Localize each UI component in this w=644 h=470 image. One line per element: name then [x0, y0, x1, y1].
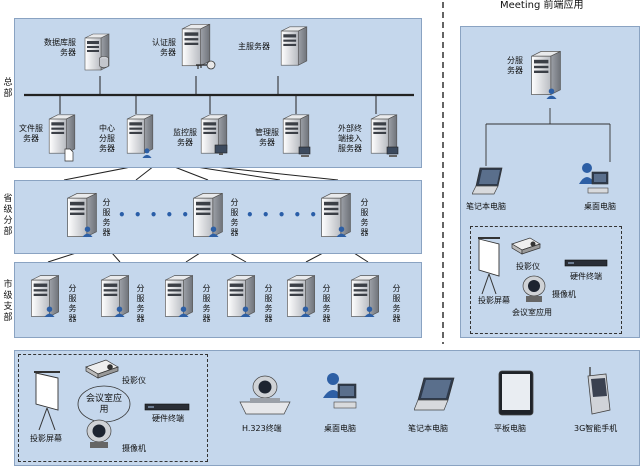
meeting-room-app-label: 会议室应用: [512, 308, 552, 317]
user-icon: [300, 306, 311, 317]
phone-icon: [587, 367, 611, 415]
province-ellipsis-1: • • • • • •: [118, 208, 207, 222]
bottom-laptop-icon: [414, 377, 455, 411]
meeting-branch-server-label: 分服务器: [507, 56, 523, 75]
province-server-2-label: 分服务器: [230, 198, 239, 237]
city-server-4-label: 分服务器: [264, 284, 273, 323]
camera-icon: [522, 275, 546, 302]
bottom-screen-icon: [34, 371, 60, 431]
city-tier-label: 市级支部: [3, 280, 13, 323]
meeting-connectors: [485, 108, 611, 166]
auth-server-label: 认证服务器: [152, 38, 176, 57]
h323-terminal-icon: [239, 375, 291, 415]
hw-terminal-icon: [564, 259, 608, 267]
city-server-3-label: 分服务器: [202, 284, 211, 323]
user-icon: [44, 306, 55, 317]
user-icon: [364, 306, 375, 317]
user-icon: [336, 226, 347, 237]
bottom-projector-label: 投影仪: [122, 376, 146, 385]
projector-icon: [511, 237, 541, 255]
mgmt-server-label: 管理服务器: [255, 128, 279, 147]
user-icon: [178, 306, 189, 317]
province-ellipsis-2: • • • • • •: [246, 208, 335, 222]
key-icon: [196, 60, 216, 70]
user-icon: [142, 148, 152, 158]
monitor-icon: [214, 144, 228, 155]
bottom-camera-icon: [86, 419, 112, 448]
bottom-room-app-label: 会议室应用: [86, 394, 123, 415]
meeting-desktop-label: 桌面电脑: [584, 202, 616, 211]
database-icon: [99, 56, 109, 68]
db-server-label: 数据库服务器: [44, 38, 76, 57]
phone-label: 3G智能手机: [574, 424, 618, 433]
main-server-icon: [278, 24, 310, 68]
user-icon: [240, 306, 251, 317]
main-server-label: 主服务器: [238, 42, 270, 51]
hq-backbone: [24, 76, 414, 114]
bottom-projector-icon: [85, 359, 119, 379]
user-icon: [208, 226, 219, 237]
bottom-desktop-icon: [323, 373, 357, 409]
monitor-server-label: 监控服务器: [173, 128, 197, 147]
bottom-laptop-label: 笔记本电脑: [408, 424, 448, 433]
city-server-6-label: 分服务器: [392, 284, 401, 323]
meeting-screen-label: 投影屏幕: [478, 296, 510, 305]
meeting-room-group: [470, 226, 622, 334]
external-server-label: 外部终端接入服务器: [338, 124, 362, 153]
bottom-screen-label: 投影屏幕: [30, 434, 62, 443]
meeting-projector-label: 投影仪: [516, 262, 540, 271]
h323-terminal-label: H.323终端: [242, 424, 282, 433]
meeting-camera-label: 摄像机: [552, 290, 576, 299]
user-icon: [82, 226, 93, 237]
bottom-hw-terminal-label: 硬件终端: [152, 414, 184, 423]
user-icon: [114, 306, 125, 317]
file-icon: [64, 148, 74, 162]
user-icon: [546, 88, 557, 99]
tablet-icon: [498, 370, 534, 416]
city-server-1-label: 分服务器: [68, 284, 77, 323]
screen-icon: [478, 237, 500, 295]
tablet-label: 平板电脑: [494, 424, 526, 433]
meeting-laptop-label: 笔记本电脑: [466, 202, 506, 211]
bottom-hw-terminal-icon: [144, 403, 190, 411]
laptop-icon: [472, 167, 503, 195]
file-server-label: 文件服务器: [19, 124, 43, 143]
province-tier-label: 省级分部: [3, 194, 13, 237]
province-server-3-label: 分服务器: [360, 198, 369, 237]
meeting-hw-terminal-label: 硬件终端: [570, 272, 602, 281]
mgmt-desktop-icon: [298, 146, 311, 157]
center-branch-label: 中心分服务器: [99, 124, 115, 153]
bottom-desktop-label: 桌面电脑: [324, 424, 356, 433]
external-terminal-icon: [386, 146, 399, 157]
city-server-5-label: 分服务器: [322, 284, 331, 323]
meeting-title: Meeting 前端应用: [500, 0, 584, 11]
hq-tier-label: 总部: [3, 78, 13, 99]
city-server-2-label: 分服务器: [136, 284, 145, 323]
bottom-room-group: [18, 354, 208, 462]
bottom-camera-label: 摄像机: [122, 444, 146, 453]
province-server-1-label: 分服务器: [102, 198, 111, 237]
desktop-icon: [579, 163, 609, 194]
section-divider: [442, 2, 444, 344]
